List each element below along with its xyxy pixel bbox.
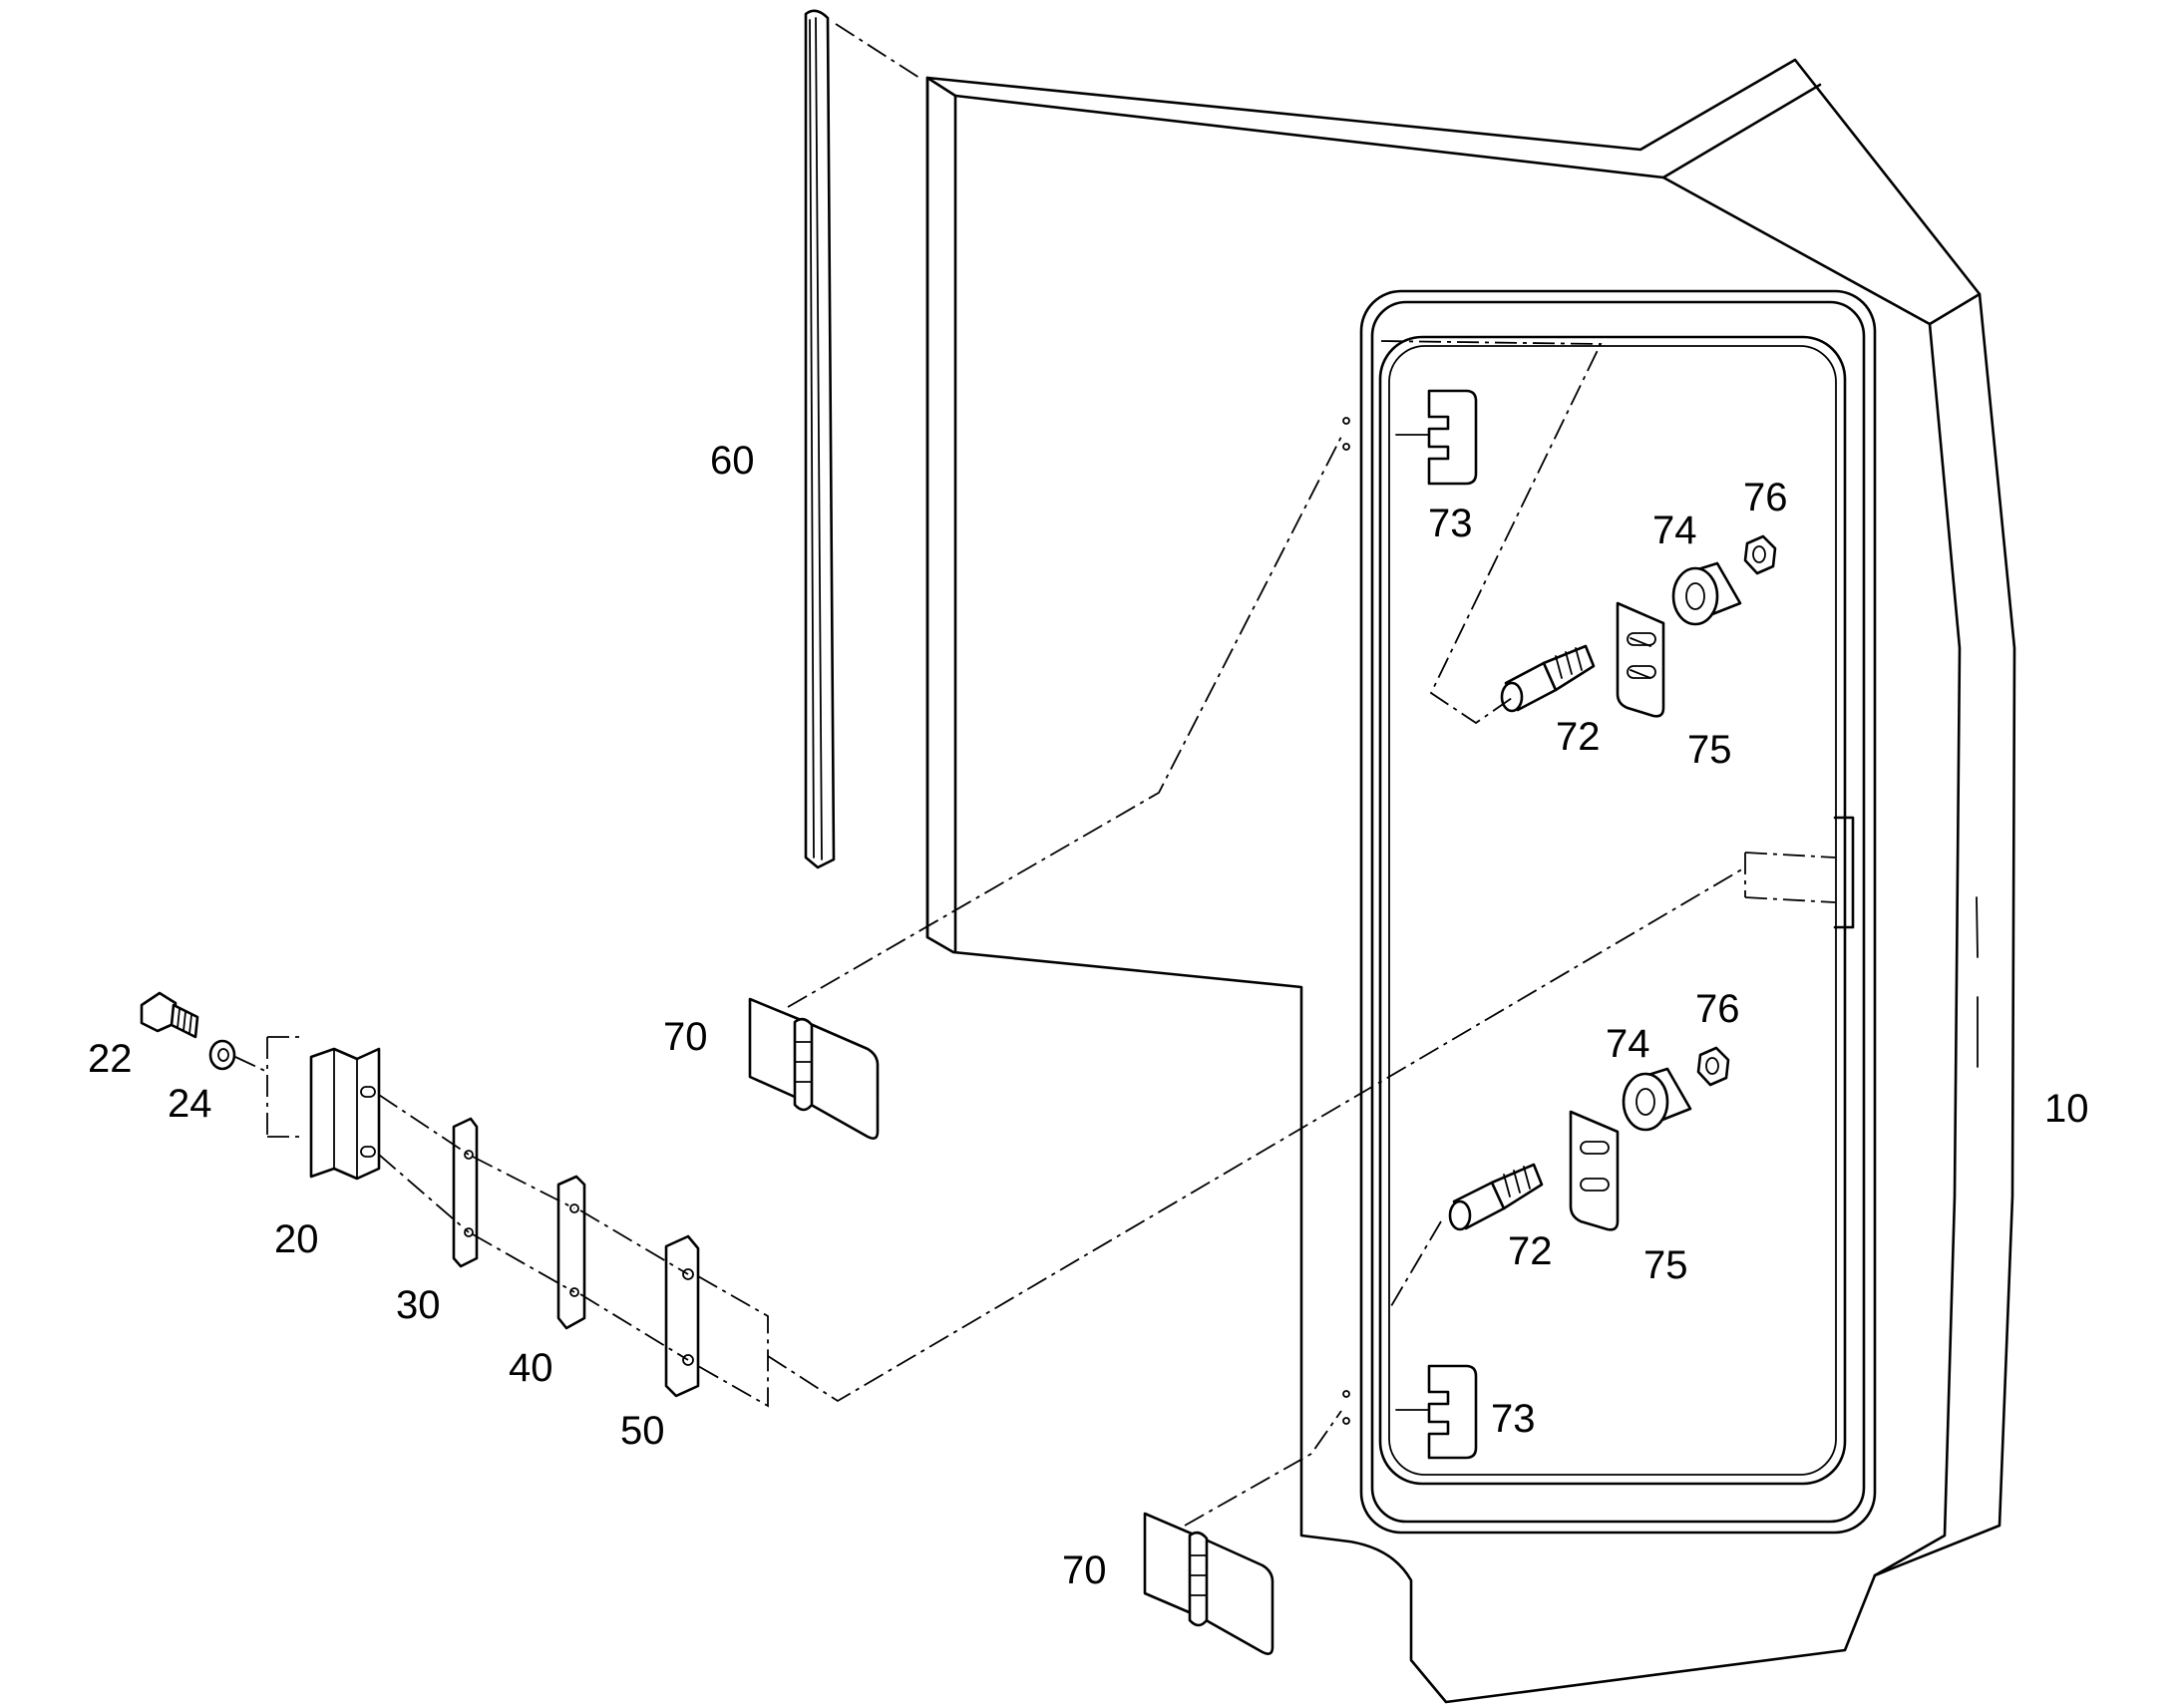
label-24: 24 — [168, 1082, 212, 1126]
bracket-20 — [266, 1036, 381, 1181]
latch-set-lower — [1390, 1046, 1730, 1307]
label-30: 30 — [396, 1283, 441, 1327]
shim-30 — [378, 1094, 479, 1268]
label-74-upper: 74 — [1652, 509, 1697, 552]
hinge-70-lower — [1143, 1410, 1342, 1655]
clip-73-upper — [1342, 389, 1478, 486]
label-74-lower: 74 — [1606, 1022, 1650, 1066]
label-75-upper: 75 — [1687, 728, 1732, 772]
label-70-lower: 70 — [1062, 1548, 1107, 1592]
label-20: 20 — [274, 1217, 319, 1261]
hinge-70-upper — [748, 436, 1342, 1140]
label-72-upper: 72 — [1556, 715, 1601, 759]
label-76-upper: 76 — [1743, 476, 1788, 519]
label-60: 60 — [710, 439, 755, 483]
label-76-lower: 76 — [1695, 987, 1740, 1031]
label-50: 50 — [620, 1409, 665, 1453]
label-40: 40 — [509, 1346, 553, 1390]
label-73-lower: 73 — [1491, 1397, 1536, 1441]
washer-24 — [208, 1039, 268, 1073]
latch-set-upper — [1380, 340, 1777, 725]
label-75-lower: 75 — [1643, 1243, 1688, 1287]
spacer-block-50 — [579, 866, 1746, 1408]
label-22: 22 — [88, 1037, 133, 1081]
seal-strip-60 — [804, 9, 923, 869]
shim-40 — [472, 1156, 586, 1330]
clip-73-lower — [1342, 1364, 1478, 1460]
label-73-upper: 73 — [1428, 502, 1473, 545]
side-panel-10 — [925, 58, 2016, 1704]
label-70-upper: 70 — [663, 1015, 708, 1059]
label-72-lower: 72 — [1508, 1229, 1553, 1273]
bolt-22 — [140, 991, 199, 1039]
label-10: 10 — [2044, 1087, 2089, 1131]
